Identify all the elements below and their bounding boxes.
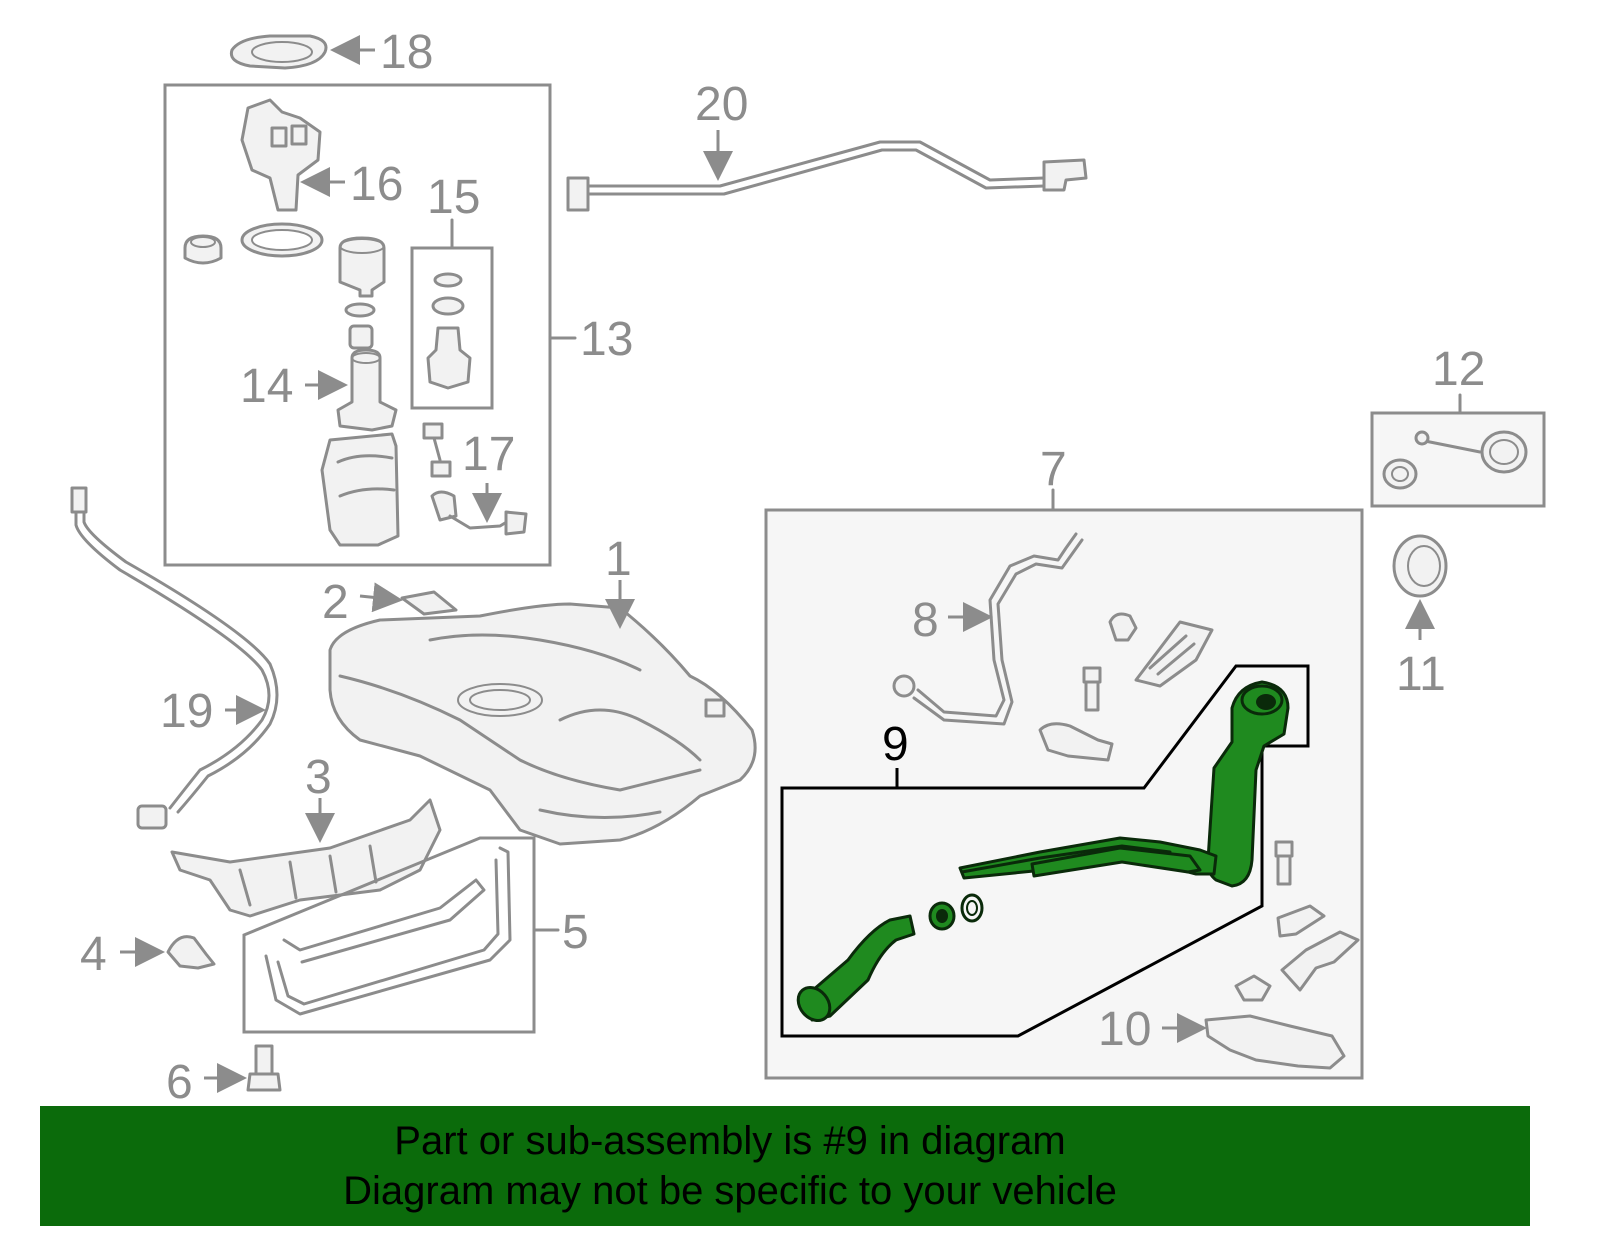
- callout-15: 15: [427, 171, 480, 224]
- part-14-fuel-pump: [336, 348, 398, 432]
- box-5-tank-straps: [242, 836, 536, 1034]
- banner-line-1: Part or sub-assembly is #9 in diagram: [394, 1119, 1066, 1163]
- part-3-tank-protector: [170, 798, 442, 918]
- callout-2: 2: [322, 576, 349, 629]
- part-10-bracket: [1204, 1014, 1346, 1070]
- part-11-filler-ring: [1392, 534, 1448, 598]
- part-8-breather-tube: [892, 532, 1084, 726]
- part-16-fuel-sender: [240, 98, 322, 212]
- part-19-vent-tube: [70, 486, 279, 830]
- pump-filter-parts: [338, 236, 386, 350]
- part-12-fuel-cap: [1382, 430, 1528, 490]
- part-2-pad: [400, 590, 458, 616]
- callout-18: 18: [380, 26, 433, 79]
- callout-13: 13: [580, 313, 633, 366]
- callout-8: 8: [912, 594, 939, 647]
- part-18-retainer: [229, 34, 328, 70]
- part-1-fuel-tank: [328, 602, 757, 846]
- part-4-clip: [166, 935, 216, 970]
- callout-16: 16: [350, 158, 403, 211]
- arrow-2: [359, 582, 403, 613]
- callout-7: 7: [1040, 443, 1067, 496]
- callout-17: 17: [462, 428, 515, 481]
- part-6-bolt: [246, 1044, 282, 1092]
- part-5-straps: [264, 846, 512, 1016]
- callout-5: 5: [562, 906, 589, 959]
- part-9-filler-pipe: [796, 680, 1290, 1022]
- callout-19: 19: [160, 685, 213, 738]
- pump-housing: [320, 432, 400, 547]
- callout-6: 6: [166, 1056, 193, 1109]
- box-7-small-parts: [1038, 612, 1360, 1002]
- part-17-wiring-harness: [422, 422, 528, 536]
- banner-line-2: Diagram may not be specific to your vehi…: [343, 1169, 1117, 1213]
- grommet: [183, 234, 223, 265]
- box-9-filler-pipe: [780, 664, 1310, 1038]
- callout-9: 9: [882, 718, 909, 771]
- banner-text: Part or sub-assembly is #9 in diagram Di…: [40, 1116, 1420, 1216]
- callout-1: 1: [605, 533, 632, 586]
- callout-3: 3: [305, 751, 332, 804]
- callout-12: 12: [1432, 343, 1485, 396]
- info-banner: Part or sub-assembly is #9 in diagram Di…: [40, 1106, 1530, 1226]
- part-20-fuel-tube: [566, 140, 1088, 212]
- part-15-regulator-parts: [426, 272, 472, 390]
- callout-11: 11: [1396, 648, 1446, 701]
- callout-14: 14: [240, 360, 293, 413]
- callout-10: 10: [1098, 1003, 1151, 1056]
- box-13-pump-module: [163, 83, 552, 567]
- callout-4: 4: [80, 928, 107, 981]
- callout-20: 20: [695, 78, 748, 131]
- banner-background: [40, 1106, 1530, 1226]
